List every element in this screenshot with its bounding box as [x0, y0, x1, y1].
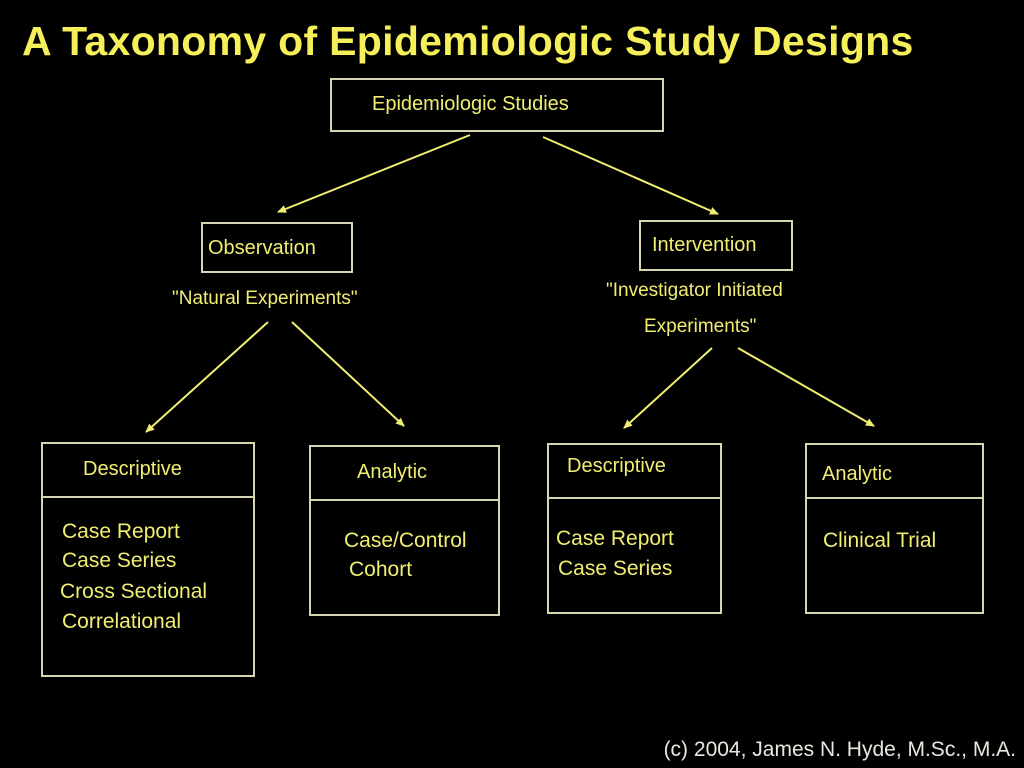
diagram-title: A Taxonomy of Epidemiologic Study Design…	[22, 18, 914, 64]
int-descriptive-header: Descriptive	[549, 445, 720, 499]
list-item: Case Series	[558, 557, 673, 580]
arrow-observation-to-descriptive	[145, 321, 269, 433]
list-item: Case Report	[556, 527, 674, 550]
int-analytic-header: Analytic	[807, 445, 982, 499]
intervention-subtitle-line2: Experiments"	[644, 316, 757, 337]
list-item: Case Report	[62, 520, 180, 543]
int-descriptive-list: Case Report Case Series	[549, 499, 720, 612]
obs-descriptive-heading: Descriptive	[83, 458, 182, 480]
intervention-label: Intervention	[652, 234, 757, 256]
list-item: Clinical Trial	[823, 529, 937, 552]
int-analytic-list: Clinical Trial	[807, 499, 982, 612]
observation-node: Observation	[201, 222, 353, 273]
observation-label: Observation	[208, 237, 316, 259]
list-item: Cohort	[349, 558, 413, 581]
obs-analytic-list: Case/Control Cohort	[311, 501, 498, 614]
list-item: Case/Control	[344, 529, 467, 552]
int-analytic-heading: Analytic	[822, 463, 893, 485]
arrow-intervention-to-analytic	[737, 347, 875, 427]
obs-analytic-header: Analytic	[311, 447, 498, 501]
arrow-observation-to-analytic	[291, 321, 405, 427]
list-item: Case Series	[62, 549, 177, 572]
obs-descriptive-header: Descriptive	[43, 444, 253, 498]
list-item: Correlational	[62, 610, 182, 633]
int-descriptive-heading: Descriptive	[567, 455, 666, 477]
obs-descriptive-list: Case Report Case Series Cross Sectional …	[43, 498, 253, 675]
intervention-subtitle-line1: "Investigator Initiated	[606, 280, 783, 301]
list-item: Cross Sectional	[60, 580, 208, 603]
obs-descriptive-box: Descriptive Case Report Case Series Cros…	[41, 442, 255, 677]
arrow-root-to-observation	[277, 134, 471, 213]
root-node: Epidemiologic Studies	[330, 78, 664, 132]
obs-analytic-heading: Analytic	[357, 461, 428, 483]
root-label: Epidemiologic Studies	[372, 93, 569, 115]
copyright-credit: (c) 2004, James N. Hyde, M.Sc., M.A.	[663, 738, 1016, 761]
int-descriptive-box: Descriptive Case Report Case Series	[547, 443, 722, 614]
intervention-node: Intervention	[639, 220, 793, 271]
observation-subtitle: "Natural Experiments"	[172, 288, 358, 309]
arrow-root-to-intervention	[542, 136, 719, 215]
obs-analytic-box: Analytic Case/Control Cohort	[309, 445, 500, 616]
arrow-intervention-to-descriptive	[623, 347, 713, 429]
int-analytic-box: Analytic Clinical Trial	[805, 443, 984, 614]
